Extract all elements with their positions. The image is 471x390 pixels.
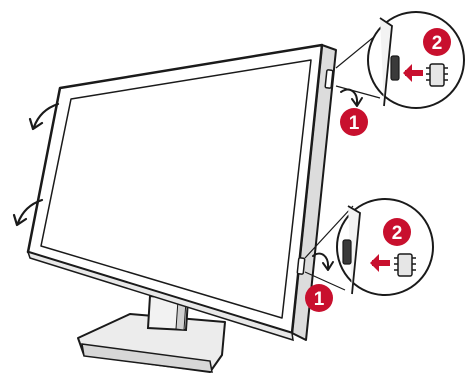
cable-clip-icon bbox=[394, 254, 416, 276]
step-number: 2 bbox=[392, 223, 403, 244]
side-slot-bottom bbox=[297, 258, 305, 275]
step-badge-top-insert: 2 bbox=[423, 28, 451, 56]
monitor bbox=[28, 45, 336, 340]
detail-callout-bottom bbox=[337, 199, 433, 295]
detail-callout-top bbox=[368, 12, 464, 108]
cable-clip-icon bbox=[426, 64, 448, 86]
curved-arrow-icon bbox=[313, 254, 333, 270]
monitor-screen bbox=[41, 60, 311, 318]
step-badge-bottom-pull: 1 bbox=[305, 284, 333, 312]
step-badge-top-pull: 1 bbox=[340, 108, 368, 136]
step-badge-bottom-insert: 2 bbox=[383, 218, 411, 246]
step-number: 2 bbox=[432, 33, 443, 54]
step-number: 1 bbox=[314, 289, 325, 310]
side-slot-top bbox=[325, 70, 333, 89]
step-number: 1 bbox=[349, 113, 360, 134]
